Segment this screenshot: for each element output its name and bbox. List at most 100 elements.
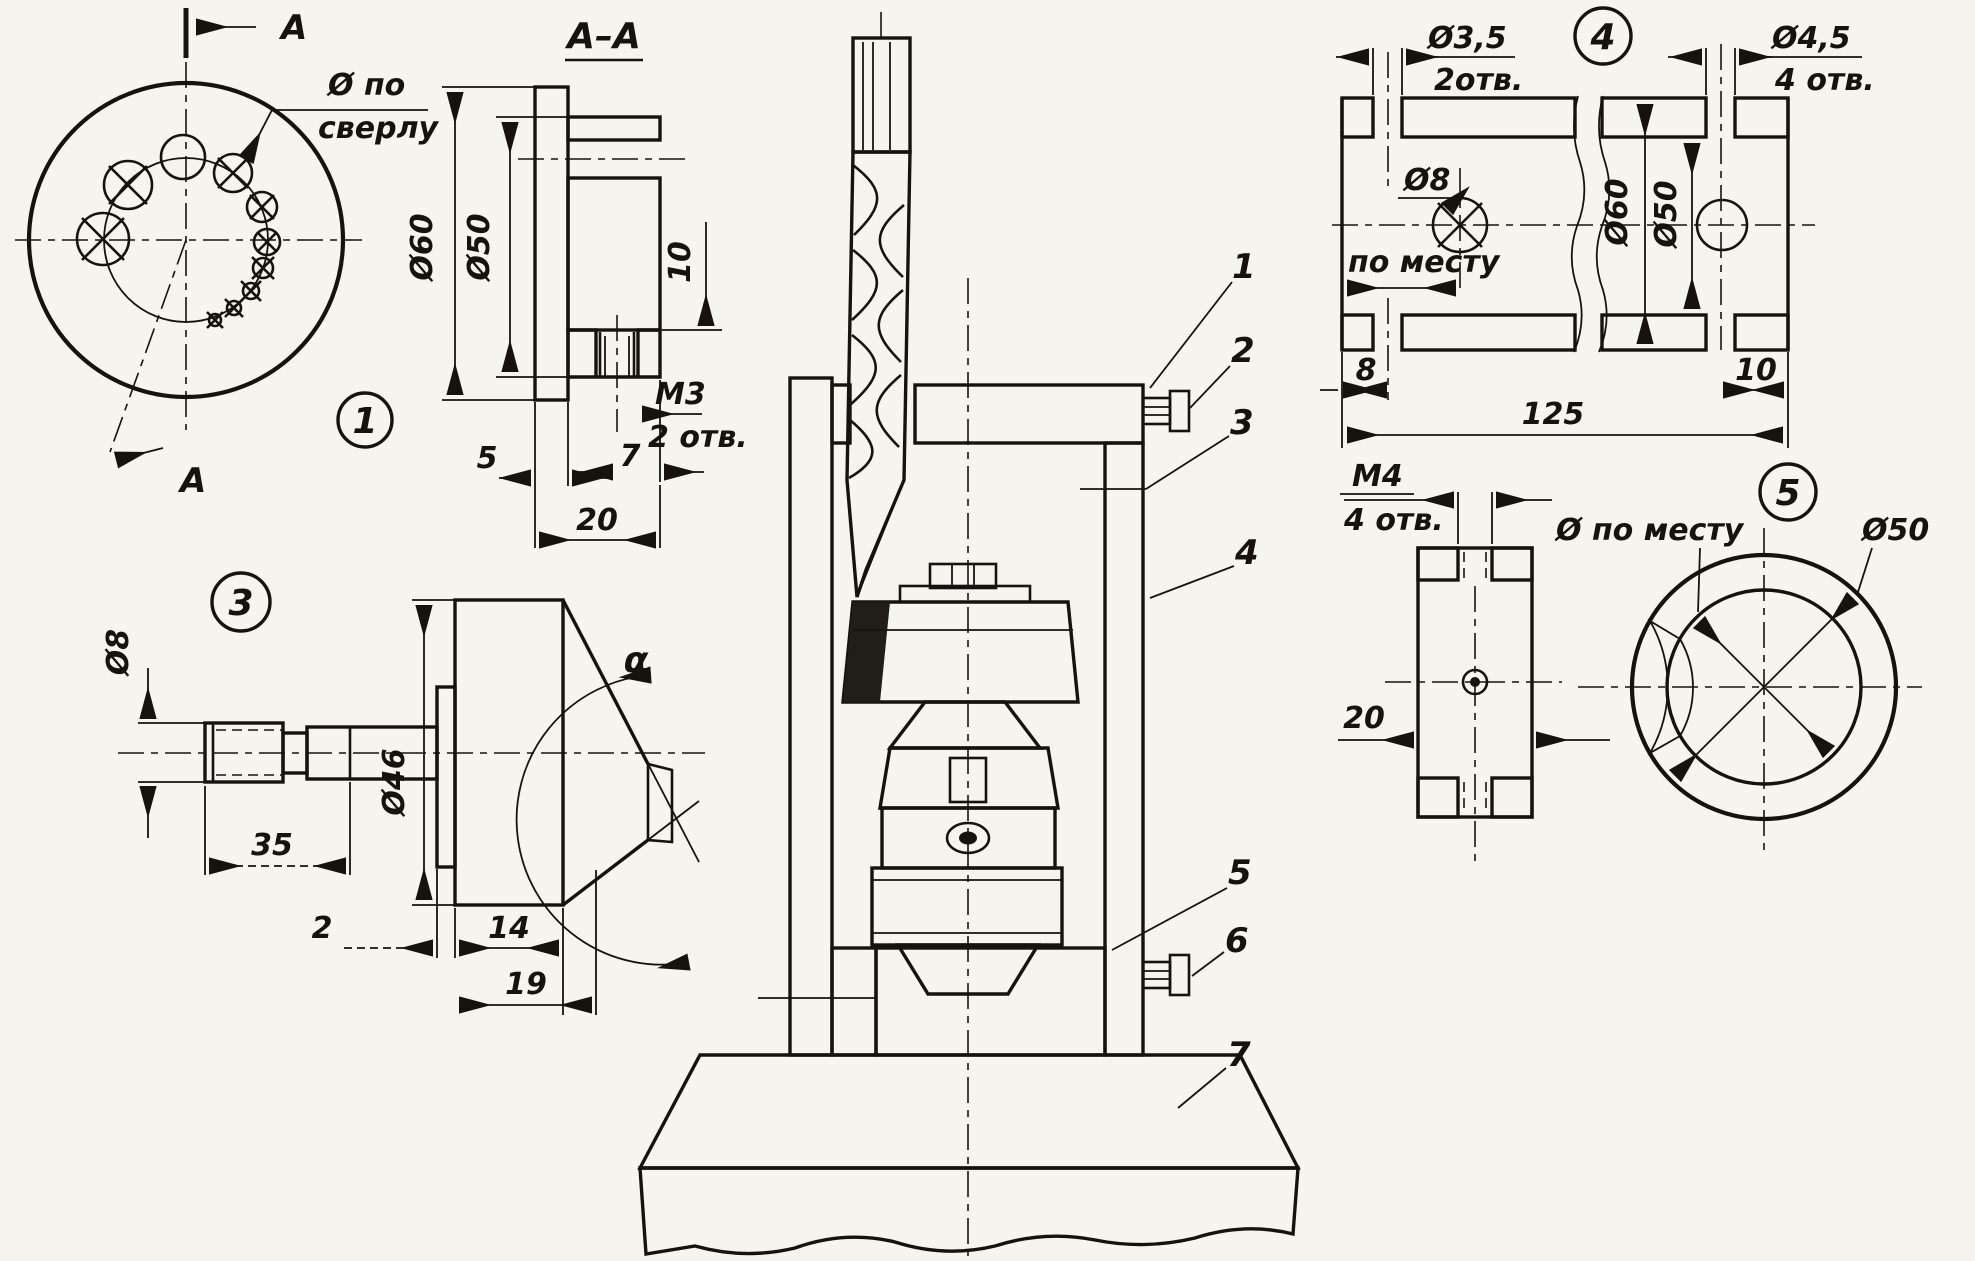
dim-35: 35 — [204, 782, 351, 875]
svg-text:19: 19 — [505, 967, 547, 1002]
drill-size-holes — [75, 133, 282, 329]
view3-cone-arbor: Ø8 35 2 14 19 Ø46 — [101, 571, 705, 1015]
dim-width20: 20 — [1338, 701, 1610, 749]
clamp-block — [758, 946, 1107, 1057]
svg-text:125: 125 — [1522, 397, 1585, 432]
dia-50-arrow — [1668, 591, 1860, 783]
dim-8: 8 — [1320, 352, 1387, 448]
svg-text:Ø50: Ø50 — [1649, 180, 1684, 249]
svg-text:Ø по месту: Ø по месту — [1554, 513, 1745, 548]
dim-disc-dia: Ø46 — [377, 599, 455, 906]
dim-shaft-dia: Ø8 — [101, 629, 205, 838]
svg-text:Ø8: Ø8 — [101, 629, 136, 677]
svg-text:35: 35 — [251, 828, 293, 863]
frame-right-wall — [1103, 441, 1145, 1057]
hole-diameter-callout: Ø по сверлу — [238, 68, 440, 164]
svg-text:4: 4 — [1589, 17, 1615, 58]
svg-text:по месту: по месту — [1348, 245, 1501, 280]
center-hole-core — [1470, 677, 1480, 687]
dim-flange5: 5 — [477, 402, 606, 548]
svg-text:Ø50: Ø50 — [1860, 513, 1929, 548]
m3-tapped-hole — [598, 315, 636, 432]
callout-text-line2: сверлу — [318, 111, 440, 146]
svg-text:10: 10 — [1735, 353, 1777, 388]
dim-2-14: 2 14 — [312, 869, 564, 1015]
bushing-top-left — [1416, 546, 1460, 582]
dim-125: 125 — [1347, 397, 1783, 444]
drill-bit — [845, 12, 912, 598]
adjusting-screw-bottom — [1141, 953, 1191, 997]
dim-dia60: Ø60 — [405, 86, 535, 401]
ring-dia-callout: Ø50 — [1857, 513, 1929, 593]
bushing-bottom-left — [1416, 776, 1460, 819]
svg-text:2: 2 — [312, 911, 333, 946]
bar-left-piece — [1340, 95, 1586, 353]
adjusting-screw-top — [1141, 389, 1191, 433]
dim-hole-center: Ø8 — [1398, 163, 1470, 216]
part-m4-bushing: M4 4 отв. 20 — [1338, 459, 1610, 862]
svg-text:7: 7 — [620, 439, 641, 474]
hub-bottom-section — [566, 328, 662, 379]
svg-text:1: 1 — [352, 401, 377, 442]
callout-text-line1: Ø по — [326, 68, 405, 103]
frame-left-wall — [788, 376, 834, 1057]
top-plate-right — [913, 383, 1145, 445]
disc-diagonal-centerline — [109, 239, 187, 453]
section-aa: A–A Ø60 Ø50 — [405, 16, 748, 549]
dim-dia-bar: Ø60 Ø50 — [1600, 103, 1701, 344]
svg-text:Ø3,5: Ø3,5 — [1426, 21, 1507, 56]
view4-guide-bar: Ø3,5 2отв. Ø4,5 4 отв. Ø8 по месту Ø60 — [1320, 6, 1875, 448]
base — [637, 1053, 1301, 1256]
section-cut-top: A — [183, 8, 307, 58]
svg-text:4 отв.: 4 отв. — [1774, 63, 1875, 98]
center-hole — [1461, 668, 1489, 696]
svg-text:Ø46: Ø46 — [377, 748, 412, 817]
ring-fit-callout: Ø по месту — [1554, 513, 1745, 613]
arbor-washer — [435, 685, 457, 869]
callout-3: 3 — [1230, 403, 1254, 443]
bar-right-piece — [1595, 95, 1790, 353]
view5-badge: 5 — [1758, 462, 1818, 522]
top-plate-left — [830, 383, 852, 445]
svg-text:8: 8 — [1356, 353, 1377, 388]
svg-text:2 отв.: 2 отв. — [648, 420, 748, 455]
dim-19: 19 — [459, 870, 597, 1015]
view5-ring: Ø по месту Ø50 5 — [1554, 462, 1929, 850]
view4-badge: 4 — [1573, 6, 1633, 66]
dim-hole-big: Ø4,5 4 отв. — [1668, 21, 1875, 98]
callout-2: 2 — [1231, 331, 1255, 371]
callout-6: 6 — [1225, 921, 1249, 961]
flange-section — [533, 85, 570, 402]
svg-text:Ø60: Ø60 — [1600, 178, 1635, 247]
svg-text:M3: M3 — [655, 377, 706, 412]
assembly-view: 1 2 3 4 5 6 7 — [637, 12, 1301, 1256]
svg-text:Ø60: Ø60 — [405, 213, 440, 282]
svg-text:Ø8: Ø8 — [1402, 163, 1450, 198]
section-cut-bottom: A — [113, 447, 206, 501]
dim-10: 10 — [1723, 352, 1789, 448]
svg-text:α: α — [624, 640, 649, 681]
view1-drilled-disc: A A Ø по сверлу 1 — [15, 8, 440, 501]
dim-depth10: 10 — [662, 222, 722, 331]
svg-text:4 отв.: 4 отв. — [1343, 503, 1444, 538]
drill-chuck — [870, 700, 1064, 996]
thread-callout: M3 2 отв. — [642, 377, 748, 455]
callout-7: 7 — [1227, 1035, 1251, 1075]
svg-text:5: 5 — [1775, 473, 1800, 514]
dim-fit-note: по месту — [1347, 245, 1501, 297]
dim-hole-small: Ø3,5 2отв. — [1336, 21, 1523, 98]
dim-dia50: Ø50 — [462, 116, 568, 378]
grinding-wheel — [841, 562, 1080, 704]
svg-text:10: 10 — [663, 241, 698, 283]
hub-mid-section — [566, 176, 662, 332]
section-title: A–A — [564, 16, 641, 57]
dim-total20: 20 — [539, 485, 661, 549]
dim-cone-angle: α — [515, 599, 700, 971]
callout-5: 5 — [1228, 853, 1252, 893]
svg-text:M4: M4 — [1352, 459, 1403, 494]
svg-text:Ø50: Ø50 — [462, 213, 497, 282]
svg-text:5: 5 — [477, 441, 498, 476]
svg-text:3: 3 — [228, 583, 253, 624]
